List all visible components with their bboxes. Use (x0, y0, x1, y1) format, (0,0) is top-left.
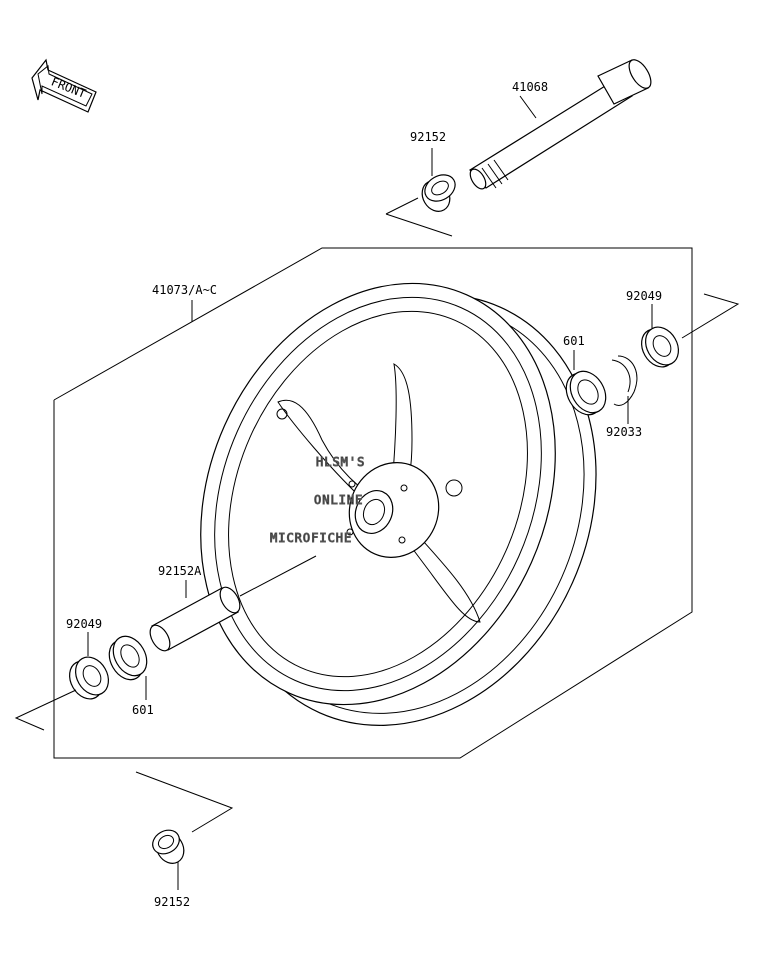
callout-spacer: 92152A (158, 564, 202, 578)
callout-seal-right: 92049 (626, 289, 662, 303)
callout-bearing-left: 601 (132, 703, 154, 717)
seal-left-part (69, 656, 109, 700)
collar-bottom-part (152, 829, 185, 864)
watermark-line-2: ONLINE (314, 493, 363, 507)
bearing-left-part (108, 635, 148, 681)
spacer-part (149, 586, 241, 652)
callout-axle: 41068 (512, 80, 548, 94)
axle-part (469, 59, 652, 190)
front-direction-arrow: FRONT (31, 58, 97, 113)
watermark-line-1: HLSM'S (316, 455, 365, 469)
wheel-part (200, 282, 597, 726)
callout-collar-bottom: 92152 (154, 895, 190, 909)
seal-right-part (641, 326, 679, 368)
callout-collar-top: 92152 (410, 130, 446, 144)
circlip-part (611, 355, 638, 406)
callout-bearing-right: 601 (563, 334, 585, 348)
bearing-right-part (565, 370, 607, 416)
watermark-line-3: MICROFICHE (270, 531, 352, 545)
collar-top-part (421, 174, 456, 212)
callout-wheel-assy: 41073/A~C (152, 283, 217, 297)
callout-circlip: 92033 (606, 425, 642, 439)
callout-seal-left: 92049 (66, 617, 102, 631)
watermark: HLSM'S ONLINE MICROFICHE (270, 455, 365, 546)
